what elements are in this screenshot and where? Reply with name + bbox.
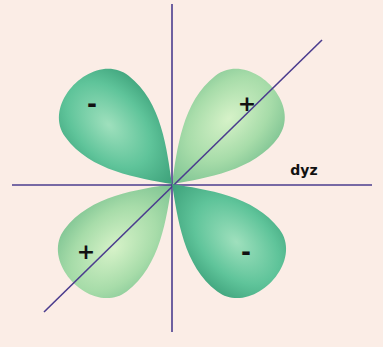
orbital-name: dyz <box>288 162 319 178</box>
sign-label: + <box>236 92 258 116</box>
orbital-lobe <box>140 152 302 314</box>
axis-line <box>12 184 372 186</box>
axis-line <box>171 4 173 332</box>
sign-label: - <box>239 239 253 265</box>
sign-label: + <box>75 240 97 264</box>
sign-label: - <box>85 91 99 117</box>
